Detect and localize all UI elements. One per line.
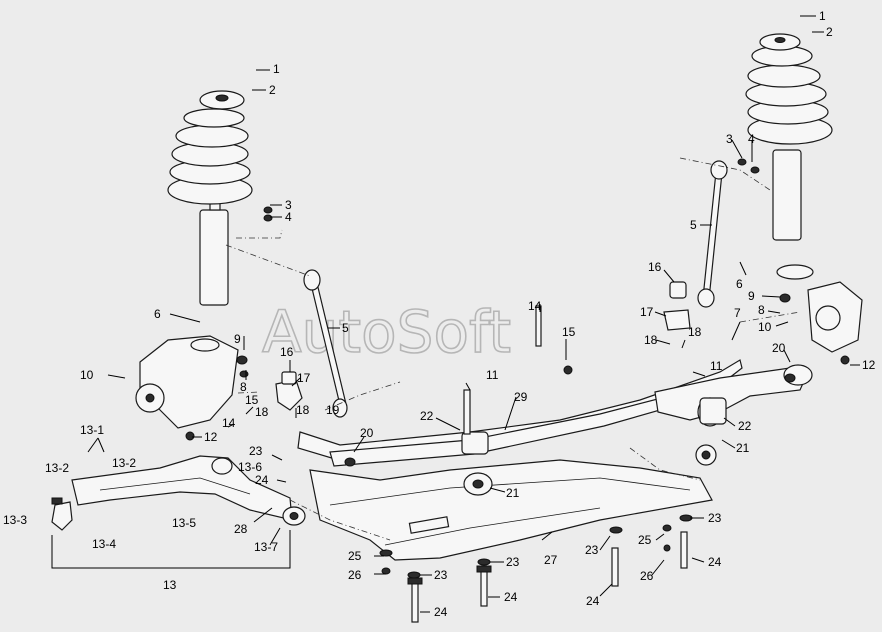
label-17-left: 17 (297, 371, 311, 385)
label-22-right: 22 (738, 419, 752, 433)
label-1-left: 1 (273, 62, 280, 76)
label-11-right: 11 (710, 359, 723, 373)
label-2-right: 2 (826, 25, 833, 39)
label-5-left: 5 (342, 321, 349, 335)
label-16-left: 16 (280, 345, 294, 359)
label-18b-left: 18 (296, 403, 310, 417)
label-13-7: 13-7 (254, 540, 278, 554)
label-24-center-a: 24 (434, 605, 448, 619)
left-lower-arm-assembly (51, 455, 306, 531)
label-18-right-a: 18 (644, 333, 658, 347)
label-25-right: 25 (638, 533, 652, 547)
label-25-center: 25 (348, 549, 362, 563)
label-20-left: 20 (360, 426, 374, 440)
label-4-right: 4 (748, 132, 755, 146)
center-lines (225, 157, 801, 541)
label-14-center: 14 (528, 299, 542, 313)
label-6-left: 6 (154, 307, 161, 321)
label-13-3: 13-3 (3, 513, 27, 527)
label-16-right: 16 (648, 260, 662, 274)
label-24-left: 24 (255, 473, 269, 487)
label-10-left: 10 (80, 368, 94, 382)
label-7-right: 7 (734, 306, 741, 320)
label-18-right-b: 18 (688, 325, 702, 339)
right-strut-spring (745, 33, 833, 241)
label-2-left: 2 (269, 83, 276, 97)
bushings (275, 281, 727, 496)
left-strut-spring (167, 90, 253, 306)
label-26-right: 26 (640, 569, 654, 583)
label-26-center: 26 (348, 568, 362, 582)
label-9-right: 9 (748, 289, 755, 303)
label-28: 28 (234, 522, 248, 536)
label-23-left: 23 (249, 444, 263, 458)
label-3-right: 3 (726, 132, 733, 146)
label-23-center-c: 23 (585, 543, 599, 557)
group-13-bracket (51, 530, 291, 569)
label-13-2-b: 13-2 (112, 456, 136, 470)
label-19-left: 19 (326, 403, 340, 417)
label-13-1: 13-1 (80, 423, 104, 437)
label-6-right: 6 (736, 277, 743, 291)
label-24-right: 24 (708, 555, 722, 569)
subframe (309, 459, 713, 561)
label-15-left: 15 (245, 393, 259, 407)
label-14-left: 14 (222, 416, 236, 430)
label-24-center-c: 24 (586, 594, 600, 608)
label-11-center: 11 (486, 368, 499, 382)
watermark: AutoSoft (262, 298, 511, 366)
bolts-bottom (407, 305, 688, 623)
label-13-4: 13-4 (92, 537, 116, 551)
label-15-center: 15 (562, 325, 576, 339)
left-steering-knuckle (135, 335, 239, 429)
label-4-left: 4 (285, 210, 292, 224)
label-18-left: 18 (255, 405, 269, 419)
label-23-center-b: 23 (506, 555, 520, 569)
label-23-center-a: 23 (434, 568, 448, 582)
label-8-left: 8 (240, 380, 247, 394)
label-3-left: 3 (285, 198, 292, 212)
label-12-left: 12 (204, 430, 218, 444)
label-12-right: 12 (862, 358, 876, 372)
stabilizer-links (303, 160, 728, 418)
label-13-6: 13-6 (238, 460, 262, 474)
label-27: 27 (544, 553, 558, 567)
label-13-5: 13-5 (172, 516, 196, 530)
label-21-right: 21 (736, 441, 750, 455)
leader-lines (87, 15, 860, 613)
label-13-2-a: 13-2 (45, 461, 69, 475)
label-22-center: 22 (420, 409, 434, 423)
label-1-right: 1 (819, 9, 826, 23)
label-13: 13 (163, 578, 177, 592)
label-8-right: 8 (758, 303, 765, 317)
label-24-center-b: 24 (504, 590, 518, 604)
fasteners (185, 158, 850, 579)
label-9-left: 9 (234, 332, 241, 346)
label-20-right: 20 (772, 341, 786, 355)
label-23-right: 23 (708, 511, 722, 525)
label-29: 29 (514, 390, 528, 404)
label-17-right: 17 (640, 305, 654, 319)
label-21-center: 21 (506, 486, 520, 500)
label-10-right: 10 (758, 320, 772, 334)
right-steering-knuckle (776, 264, 863, 353)
callout-labels: 1 2 3 4 5 6 9 8 10 12 13-1 13-2 13-2 13-… (3, 9, 876, 619)
label-5-right: 5 (690, 218, 697, 232)
